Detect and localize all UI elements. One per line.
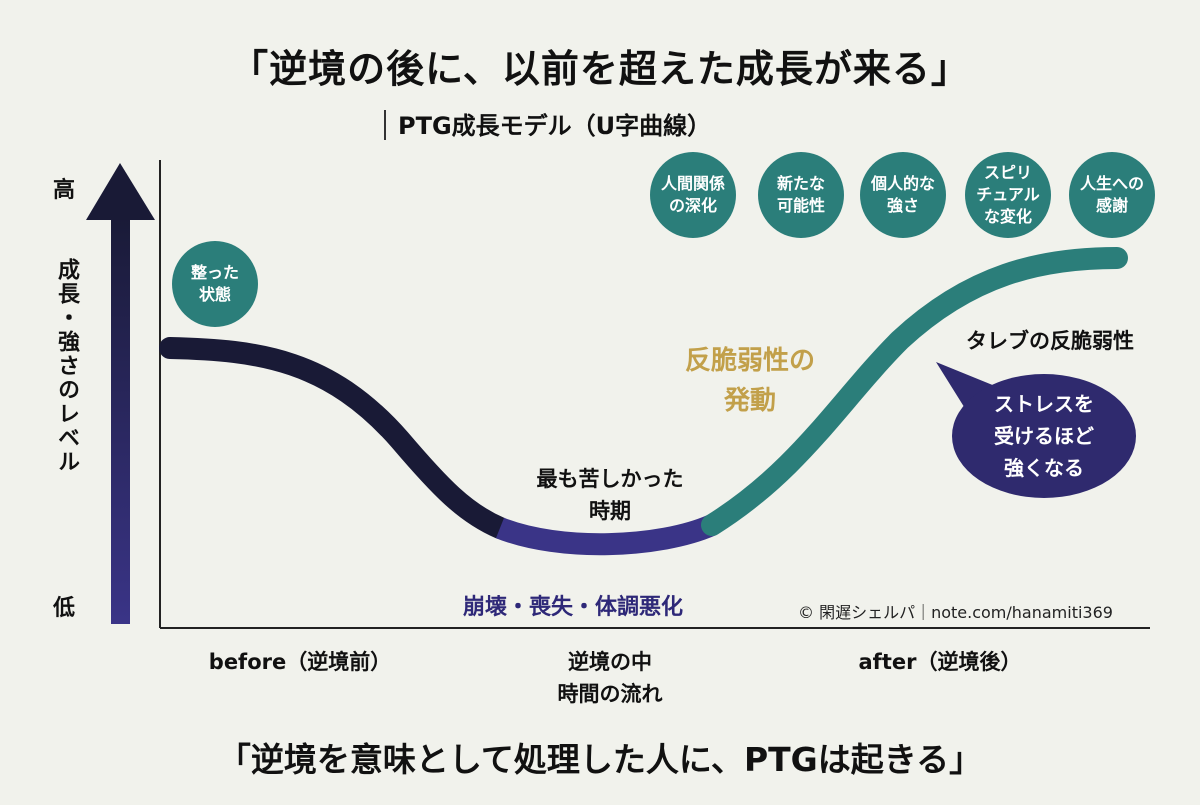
curve-decline	[159, 337, 511, 539]
stress-speech-bubble: ストレスを 受けるほど 強くなる	[952, 374, 1136, 498]
x-label-after: after（逆境後）	[858, 650, 1022, 674]
curve-bottom	[495, 514, 717, 556]
before-state-bubble: 整った 状態	[172, 241, 258, 327]
growth-domain-bubble: 新たな 可能性	[758, 152, 844, 238]
credit-text: © 閑遅シェルパ｜note.com/hanamiti369	[798, 603, 1113, 622]
y-axis-title: 成長・強さのレベル	[54, 258, 79, 474]
y-axis-arrow-head	[86, 163, 155, 220]
taleb-antifragility-heading: タレブの反脆弱性	[966, 329, 1134, 353]
y-axis-arrow-shaft	[111, 212, 130, 624]
subtitle-divider	[384, 110, 386, 140]
x-axis-caption: 時間の流れ	[557, 682, 663, 706]
growth-domain-bubble: 人間関係 の深化	[650, 152, 736, 238]
growth-domain-bubble: スピリ チュアル な変化	[965, 152, 1051, 238]
antifragility-activation-label: 反脆弱性の 発動	[684, 346, 815, 416]
growth-domain-bubble: 個人的な 強さ	[860, 152, 946, 238]
hardest-period-label: 最も苦しかった 時期	[536, 467, 684, 523]
y-axis-low-label: 低	[53, 596, 76, 621]
x-label-middle: 逆境の中	[568, 650, 652, 674]
page-subtitle: PTG成長モデル（U字曲線）	[398, 112, 712, 140]
x-label-before: before（逆境前）	[208, 650, 392, 674]
bottom-title: 「逆境を意味として処理した人に、PTGは起きる」	[217, 740, 983, 779]
growth-domain-bubble: 人生への 感謝	[1069, 152, 1155, 238]
curve-rise	[701, 247, 1128, 536]
collapse-loss-label: 崩壊・喪失・体調悪化	[463, 595, 684, 620]
page-title: 「逆境の後に、以前を超えた成長が来る」	[230, 47, 970, 91]
y-axis-high-label: 高	[53, 178, 76, 203]
